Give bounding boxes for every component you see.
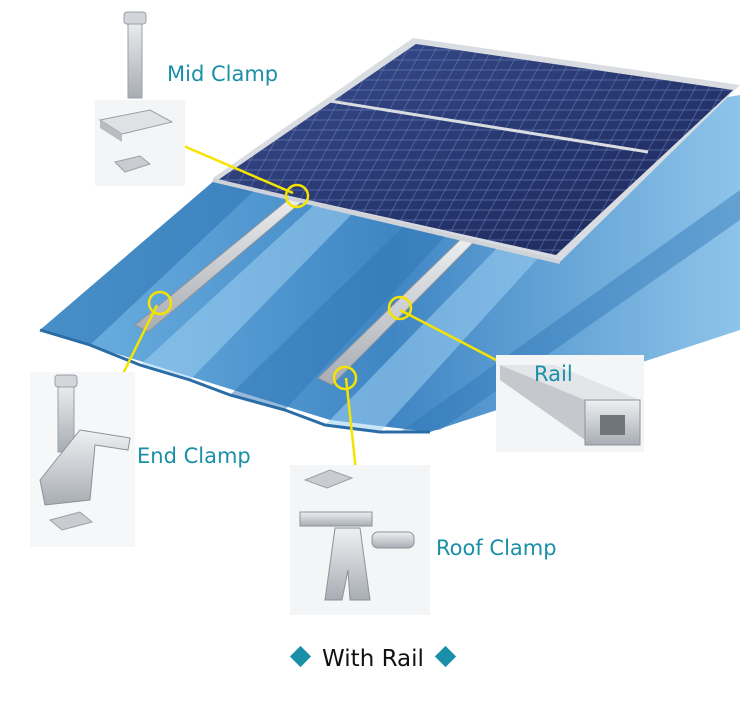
footer-text: With Rail [322,646,424,672]
rail-profile-image [496,355,644,452]
solar-panel-array [212,38,740,264]
footer-caption: With Rail [0,645,746,672]
diamond-left-icon [289,645,312,668]
roof-clamp-image [290,465,430,615]
roof-clamp-label: Roof Clamp [436,536,557,560]
end-clamp-image [30,372,135,547]
mid-clamp-label: Mid Clamp [167,62,279,86]
diamond-right-icon [434,645,457,668]
mid-clamp-image [95,11,185,186]
rail-label: Rail [534,362,573,386]
end-clamp-label: End Clamp [137,444,251,468]
